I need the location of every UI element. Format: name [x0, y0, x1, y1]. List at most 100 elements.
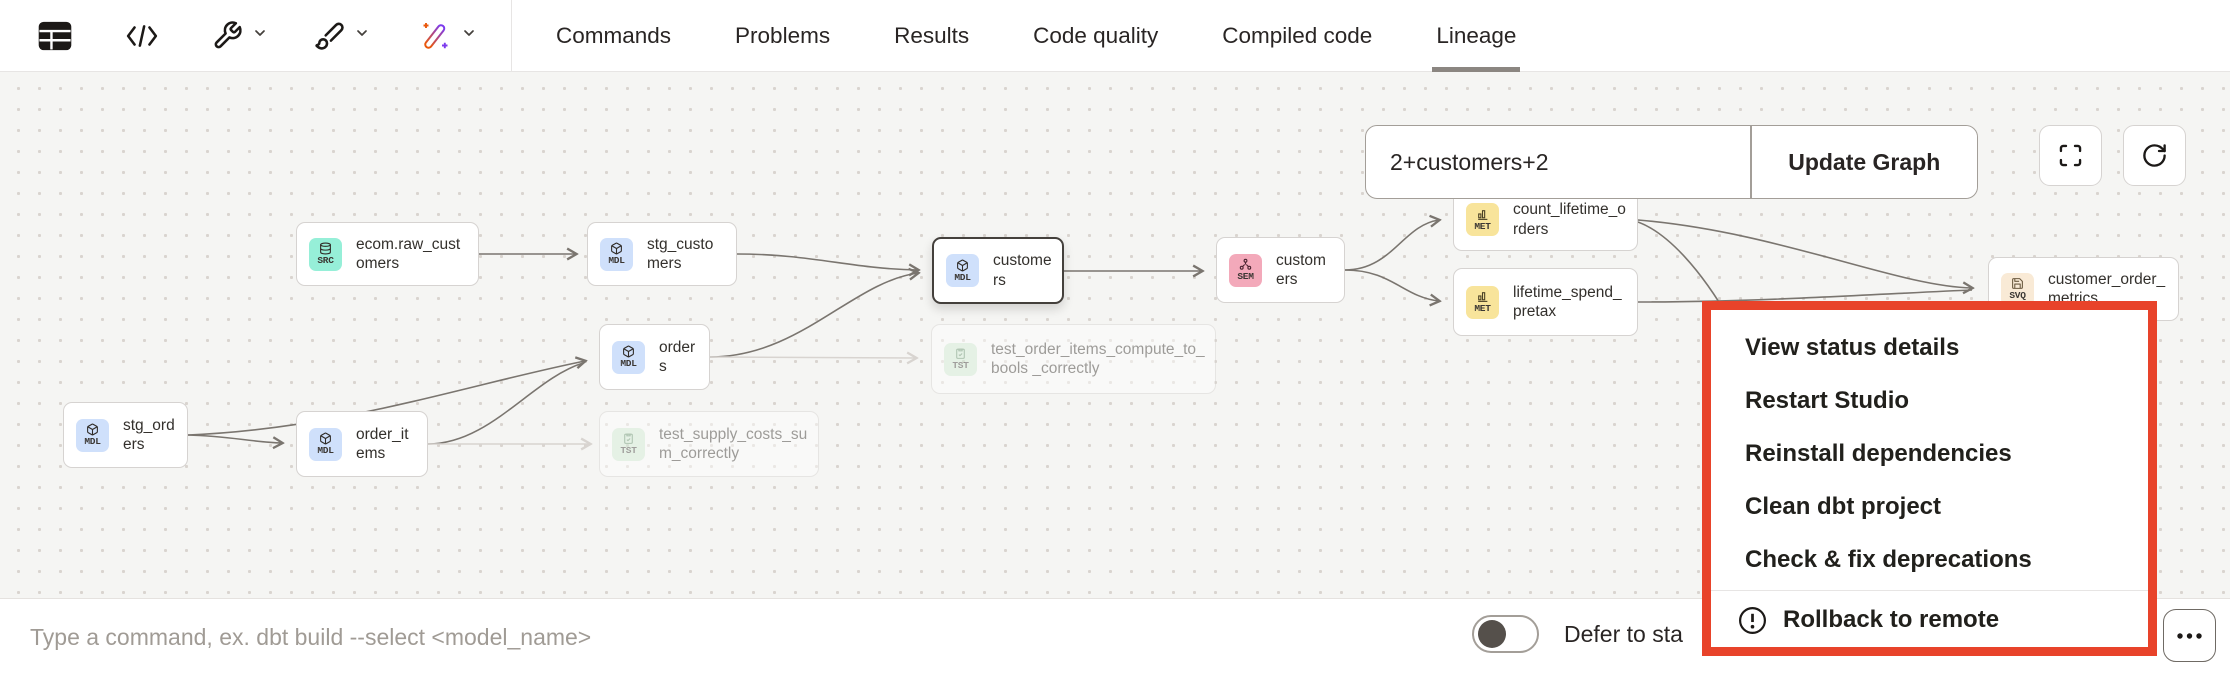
code-icon	[126, 24, 158, 47]
bar-chart-icon	[1478, 292, 1488, 303]
badge-label: MDL	[84, 436, 101, 448]
ai-assist-button[interactable]	[408, 12, 485, 60]
node-customers-semantic[interactable]: SEM customers	[1216, 237, 1345, 303]
database-icon	[320, 242, 331, 255]
defer-toggle[interactable]	[1472, 615, 1539, 653]
tab-code-quality[interactable]: Code quality	[1033, 22, 1159, 48]
badge-label: SEM	[1237, 271, 1254, 283]
model-badge: MDL	[600, 237, 633, 271]
command-input[interactable]	[30, 617, 1330, 657]
badge-label: MET	[1474, 220, 1491, 232]
metric-badge: MET	[1466, 285, 1499, 319]
cube-icon	[320, 432, 331, 445]
model-badge: MDL	[612, 340, 645, 374]
badge-label: MET	[1474, 303, 1491, 315]
menu-item-restart-studio[interactable]: Restart Studio	[1745, 386, 1910, 414]
wrench-icon	[214, 21, 242, 49]
badge-label: TST	[620, 445, 637, 457]
node-label: lifetime_spend_pretax	[1513, 283, 1622, 320]
clipboard-check-icon	[624, 433, 633, 445]
node-customers-model[interactable]: MDL customers	[932, 237, 1064, 304]
badge-label: MDL	[608, 255, 625, 267]
model-badge: MDL	[946, 254, 979, 287]
clean-tools-button[interactable]	[306, 12, 378, 60]
more-options-button[interactable]	[2163, 609, 2216, 662]
node-order-items[interactable]: MDL order_items	[296, 411, 428, 477]
fullscreen-button[interactable]	[2039, 125, 2102, 186]
panel-tabs: Commands Problems Results Code quality C…	[556, 0, 1521, 72]
badge-label: MDL	[620, 358, 637, 370]
lineage-canvas[interactable]: SRC ecom.raw_customers MDL stg_customers…	[0, 72, 2230, 598]
cube-icon	[623, 345, 634, 358]
broom-icon	[315, 22, 344, 50]
selector-divider	[1750, 126, 1752, 198]
menu-item-reinstall-dependencies[interactable]: Reinstall dependencies	[1745, 439, 2012, 467]
clipboard-check-icon	[956, 348, 965, 360]
node-label: ecom.raw_customers	[356, 235, 461, 272]
node-stg-customers[interactable]: MDL stg_customers	[587, 222, 737, 286]
badge-label: MDL	[954, 271, 971, 283]
graph-selector-group: Update Graph	[1365, 125, 1978, 199]
menu-item-clean-dbt-project[interactable]: Clean dbt project	[1745, 492, 1942, 520]
warning-circle-icon	[1739, 606, 1766, 634]
menu-item-view-status-details[interactable]: View status details	[1745, 333, 1960, 361]
node-label: stg_customers	[647, 235, 714, 272]
toggle-knob	[1478, 620, 1506, 648]
node-test-supply-costs[interactable]: TST test_supply_costs_sum_correctly	[599, 411, 819, 477]
tab-lineage[interactable]: Lineage	[1432, 0, 1521, 72]
node-stg-orders[interactable]: MDL stg_orders	[63, 402, 188, 468]
chevron-down-icon	[255, 30, 265, 36]
share-nodes-icon	[1239, 259, 1252, 270]
graph-selector-input[interactable]	[1366, 126, 1750, 198]
table-view-button[interactable]	[30, 12, 80, 60]
status-context-menu: View status details Restart Studio Reins…	[1702, 301, 2157, 656]
node-ecom-raw-customers[interactable]: SRC ecom.raw_customers	[296, 222, 479, 286]
node-label: customers	[1276, 251, 1326, 288]
model-badge: MDL	[309, 427, 342, 461]
chevron-down-icon	[357, 30, 367, 36]
node-label: stg_orders	[123, 416, 175, 453]
refresh-icon	[2143, 144, 2166, 167]
badge-label: TST	[952, 360, 969, 372]
badge-label: SRC	[317, 255, 334, 267]
update-graph-button[interactable]: Update Graph	[1751, 126, 1977, 198]
node-label: test_order_items_compute_to_bools _corre…	[991, 340, 1205, 377]
tab-results[interactable]: Results	[894, 22, 970, 48]
top-toolbar: Commands Problems Results Code quality C…	[0, 0, 2230, 72]
code-button[interactable]	[118, 12, 166, 60]
node-test-order-items[interactable]: TST test_order_items_compute_to_bools _c…	[931, 324, 1216, 394]
node-label: customers	[993, 252, 1052, 289]
tab-compiled-code[interactable]: Compiled code	[1222, 22, 1373, 48]
badge-label: MDL	[317, 445, 334, 457]
cube-icon	[87, 423, 98, 436]
toolbar-icon-group	[30, 12, 485, 60]
test-badge: TST	[944, 342, 977, 376]
node-label: orders	[659, 338, 696, 375]
tab-problems[interactable]: Problems	[735, 22, 831, 48]
bar-chart-icon	[1478, 209, 1488, 220]
floppy-disk-icon	[2012, 278, 2023, 290]
lineage-edges	[187, 72, 2230, 497]
refresh-button[interactable]	[2123, 125, 2186, 186]
test-badge: TST	[612, 427, 645, 461]
magic-wand-icon	[423, 22, 448, 49]
table-view-icon	[38, 21, 72, 50]
model-badge: MDL	[76, 418, 109, 452]
menu-divider	[1711, 590, 2148, 592]
node-orders[interactable]: MDL orders	[599, 324, 710, 390]
semantic-model-badge: SEM	[1229, 253, 1262, 287]
defer-label: Defer to sta	[1564, 621, 1683, 647]
fullscreen-icon	[2059, 144, 2082, 167]
cube-icon	[611, 242, 622, 255]
menu-item-rollback-to-remote[interactable]: Rollback to remote	[1711, 593, 2148, 647]
badge-label: SVQ	[2009, 290, 2026, 302]
build-tools-button[interactable]	[204, 12, 276, 60]
node-label: test_supply_costs_sum_correctly	[659, 425, 808, 462]
metric-badge: MET	[1466, 203, 1499, 236]
ellipsis-icon	[2177, 632, 2202, 639]
node-lifetime-spend-pretax[interactable]: MET lifetime_spend_pretax	[1453, 268, 1638, 336]
menu-item-check-fix-deprecations[interactable]: Check & fix deprecations	[1745, 545, 2032, 573]
tab-commands[interactable]: Commands	[556, 22, 672, 48]
toolbar-divider	[511, 0, 512, 72]
saved-query-badge: SVQ	[2001, 272, 2034, 306]
